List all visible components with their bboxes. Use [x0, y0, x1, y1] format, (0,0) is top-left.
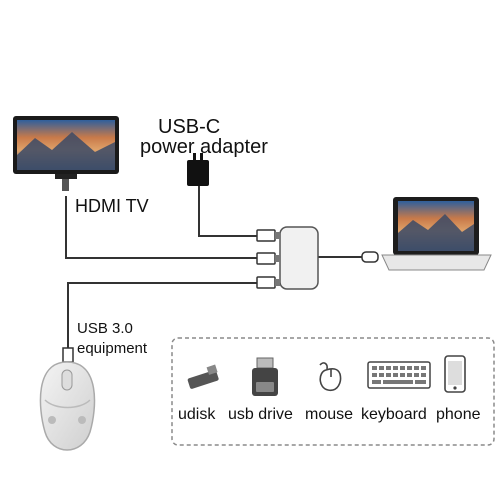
- device-label-phone: phone: [436, 406, 481, 423]
- device-label-udisk: udisk: [178, 406, 216, 423]
- hdmi-tv-label: HDMI TV: [75, 196, 149, 216]
- udisk-icon: [187, 364, 219, 389]
- power-adapter: [187, 153, 209, 186]
- usbc-label-line2: power adapter: [140, 136, 268, 158]
- usbc-hub: [275, 226, 319, 290]
- phone-icon: [444, 355, 466, 393]
- devices-panel: udisk usb drive mouse keyboard phone: [171, 337, 495, 446]
- usb30-plug: [62, 347, 74, 363]
- usb30-cable: [67, 282, 257, 348]
- device-label-mouse: mouse: [305, 406, 353, 423]
- hdmi-tv: [13, 116, 119, 191]
- usb30-label-line2: equipment: [77, 340, 148, 357]
- usb-drive-icon: [252, 357, 278, 396]
- device-label-usb-drive: usb drive: [228, 406, 293, 423]
- hdmi-cable: [65, 196, 257, 259]
- laptop: [381, 197, 492, 271]
- mouse-icon: [319, 362, 342, 392]
- hub-plugs: [256, 229, 276, 289]
- laptop-plug: [361, 251, 379, 263]
- cables: [65, 186, 362, 348]
- usb30-label-line1: USB 3.0: [77, 320, 133, 337]
- keyboard-icon: [367, 361, 431, 389]
- power-cable: [198, 186, 257, 237]
- device-label-keyboard: keyboard: [361, 406, 427, 423]
- mouse-device: [39, 361, 96, 451]
- usbc-label-line1: USB-C: [158, 116, 220, 138]
